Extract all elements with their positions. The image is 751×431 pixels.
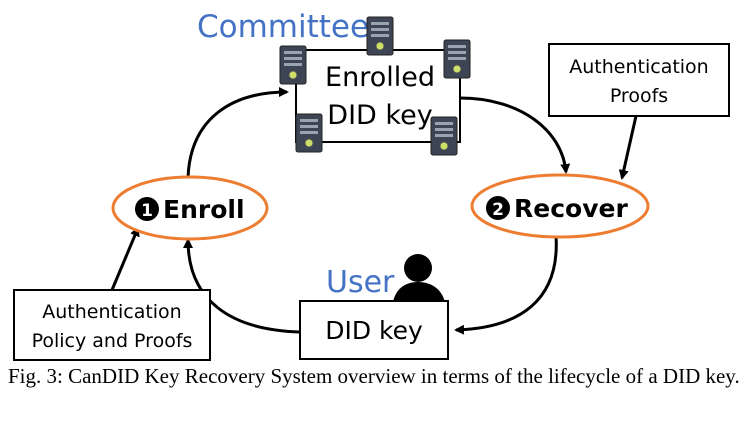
arrow-recover-to-user (454, 235, 558, 335)
recover-step-number-badge (486, 196, 510, 220)
enrolled-key-line2: DID key (327, 100, 432, 131)
recover-step-label: Recover (514, 194, 628, 223)
enroll-policy-line1: Authentication (42, 301, 181, 323)
recover-proofs-line1: Authentication (569, 56, 708, 78)
recover-proofs-line2: Proofs (610, 85, 668, 107)
arrow-user-to-enroll (183, 238, 301, 334)
enroll-step-number-badge (135, 197, 159, 221)
user-label: User (326, 265, 395, 300)
arrow-enroll-policy (110, 226, 140, 291)
user-key-label: DID key (325, 316, 423, 345)
server-icon (430, 116, 458, 156)
user-key-box (299, 300, 449, 360)
enrolled-key-line1: Enrolled (325, 62, 435, 93)
server-icon (295, 113, 323, 153)
recover-proofs-box (548, 43, 730, 117)
enroll-step-ellipse (111, 175, 269, 241)
arrow-recover-proofs (618, 115, 638, 180)
enroll-step-label: Enroll (163, 195, 245, 224)
enroll-step-number: 1 (141, 201, 153, 221)
arrow-enroll-to-committee (186, 87, 289, 179)
recover-step-ellipse (470, 173, 650, 239)
server-icon (366, 16, 394, 56)
recovery-diagram: Committee Enrolled DID key 1 Enroll 2 Re… (13, 9, 730, 361)
arrow-committee-to-recover (459, 96, 571, 174)
committee-label: Committee (197, 9, 369, 45)
enroll-policy-box (13, 289, 211, 361)
server-icon (443, 39, 471, 79)
recover-step-number: 2 (492, 200, 504, 220)
server-icon (279, 45, 307, 85)
figure-caption: Fig. 3: CanDID Key Recovery System overv… (8, 364, 740, 388)
enroll-policy-line2: Policy and Proofs (32, 330, 193, 352)
